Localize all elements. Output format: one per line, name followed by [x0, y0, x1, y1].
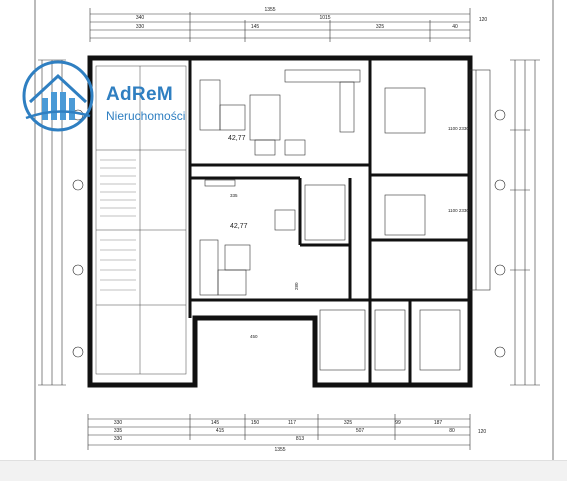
inner-dim-d: 1100 2330	[448, 126, 469, 131]
dim-bottom-a: 330	[114, 420, 123, 426]
drawing-sheet: 1355 340 1015 120 330 145 325 40 330 1	[0, 0, 567, 460]
dim-bottom-total: 1355	[274, 447, 285, 453]
logo-brand-name: AdReM	[106, 84, 173, 105]
dim-bottom-row2-a: 335	[114, 428, 123, 434]
inner-dim-e: 1100 2330	[448, 208, 469, 213]
grid-markers	[72, 109, 506, 358]
dim-top-row2-a: 330	[136, 24, 145, 30]
kitchen	[249, 69, 361, 141]
dim-top-row2-d: 40	[452, 24, 458, 30]
dim-bottom-row2-b: 415	[216, 428, 225, 434]
dim-bottom-row3-a: 330	[114, 436, 123, 442]
bottom-strip	[0, 460, 567, 481]
dim-bottom-g: 187	[434, 420, 443, 426]
furniture-upper	[199, 79, 306, 187]
inner-dim-c: 450	[250, 334, 258, 339]
bathrooms	[304, 184, 461, 371]
dim-bottom-f: 99	[395, 420, 401, 426]
interior-walls	[188, 58, 470, 385]
dim-top-row2-b: 145	[251, 24, 260, 30]
dim-top-left: 340	[136, 15, 145, 21]
staircase	[95, 65, 187, 375]
dim-bottom-row3-b: 813	[296, 436, 305, 442]
room-area-upper: 42,77	[228, 135, 246, 142]
room-area-lower: 42,77	[230, 223, 248, 230]
dim-bottom-row2-d: 80	[449, 428, 455, 434]
dim-bottom-b: 145	[211, 420, 220, 426]
dim-bottom-d: 117	[288, 420, 296, 426]
furniture-lower	[199, 209, 296, 296]
right-dimensions	[510, 59, 540, 386]
beds	[384, 87, 426, 236]
dim-top-row2-c: 325	[376, 24, 385, 30]
stair-steps	[100, 159, 136, 291]
dim-bottom-row2-c: 507	[356, 428, 365, 434]
dim-top-edge-right: 120	[479, 17, 488, 23]
balcony	[469, 69, 491, 291]
logo-house-icon	[22, 60, 94, 132]
dim-bottom-edge-right: 120	[478, 429, 487, 435]
dim-top-total: 1355	[264, 7, 275, 13]
dim-bottom-e: 325	[344, 420, 353, 426]
logo-subtitle: Nieruchomości	[106, 109, 186, 123]
inner-dim-a: 335	[230, 193, 238, 198]
top-dimensions	[89, 8, 471, 42]
inner-dim-b: 280	[294, 282, 299, 290]
dim-top-right: 1015	[319, 15, 330, 21]
bottom-dimensions	[87, 414, 471, 450]
dim-bottom-c: 150	[251, 420, 260, 426]
agency-logo: AdReM Nieruchomości	[20, 58, 220, 138]
